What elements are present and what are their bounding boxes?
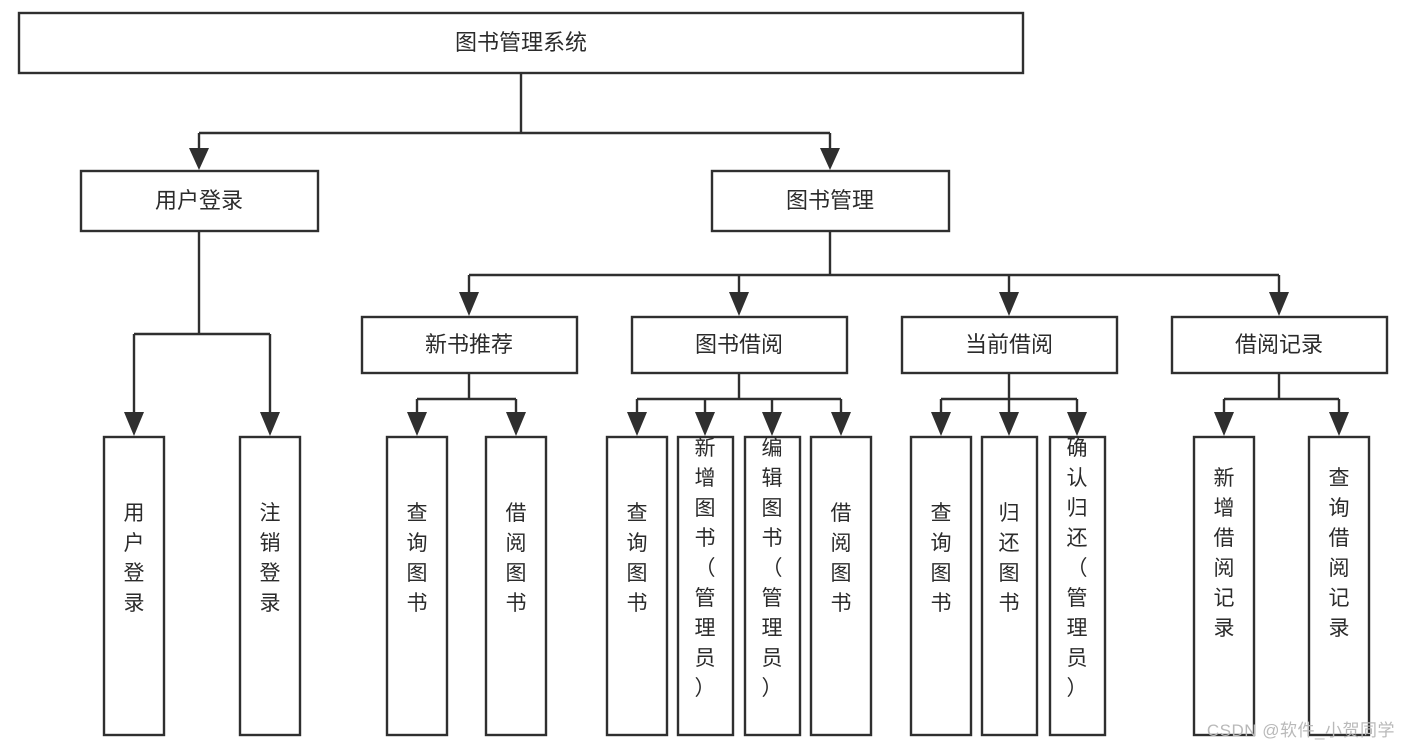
node-leaf-borrow-book-rec[interactable]: 借阅图书 — [484, 435, 548, 737]
arrow-head-borrow-record — [1269, 292, 1289, 316]
arrow-head-leaf-borrow-book-rec — [506, 412, 526, 436]
node-leaf-edit-book-box[interactable] — [743, 435, 802, 737]
node-root-label: 图书管理系统 — [455, 30, 587, 55]
node-leaf-borrow-book-rec-box[interactable] — [484, 435, 548, 737]
node-current-borrow-box[interactable] — [900, 315, 1119, 375]
node-borrow-record-box[interactable] — [1170, 315, 1389, 375]
node-leaf-return-book-label: 归还图书 — [999, 502, 1020, 615]
node-leaf-query-record[interactable]: 查询借阅记录 — [1307, 435, 1371, 737]
node-leaf-user-login-box[interactable] — [102, 435, 166, 737]
arrow-head-book-manage — [820, 148, 840, 170]
arrow-head-book-borrow — [729, 292, 749, 316]
node-leaf-borrow-book-label: 借阅图书 — [831, 502, 852, 615]
node-root[interactable]: 图书管理系统 — [17, 11, 1025, 75]
node-leaf-add-record[interactable]: 新增借阅记录 — [1192, 435, 1256, 737]
node-leaf-query-record-box[interactable] — [1307, 435, 1371, 737]
csdn-watermark: CSDN @软件_小贺同学 — [1206, 721, 1395, 740]
node-user-login-box[interactable] — [79, 169, 320, 233]
node-leaf-add-book[interactable]: 新增图书（管理员） — [676, 435, 735, 737]
node-leaf-borrow-book-rec-label: 借阅图书 — [506, 502, 527, 615]
node-borrow-record-label: 借阅记录 — [1235, 332, 1323, 357]
connector-layer — [124, 74, 1349, 436]
node-book-borrow-label: 图书借阅 — [695, 332, 783, 357]
node-leaf-add-book-label: 新增图书（管理员） — [695, 437, 716, 700]
node-leaf-query-book-borrow[interactable]: 查询图书 — [605, 435, 669, 737]
node-user-login[interactable]: 用户登录 — [79, 169, 320, 233]
node-leaf-user-login[interactable]: 用户登录 — [102, 435, 166, 737]
node-leaf-return-book-box[interactable] — [980, 435, 1039, 737]
node-leaf-user-login-label: 用户登录 — [124, 502, 145, 615]
node-leaf-user-logout[interactable]: 注销登录 — [238, 435, 302, 737]
node-book-manage-box[interactable] — [710, 169, 951, 233]
node-book-manage-label: 图书管理 — [786, 188, 874, 213]
node-borrow-record[interactable]: 借阅记录 — [1170, 315, 1389, 375]
arrow-head-leaf-borrow-book — [831, 412, 851, 436]
arrow-head-leaf-query-record — [1329, 412, 1349, 436]
node-leaf-borrow-book[interactable]: 借阅图书 — [809, 435, 873, 737]
node-new-book-rec-label: 新书推荐 — [425, 332, 513, 357]
node-leaf-query-book-current[interactable]: 查询图书 — [909, 435, 973, 737]
node-current-borrow-label: 当前借阅 — [965, 332, 1053, 357]
node-root-box[interactable] — [17, 11, 1025, 75]
node-new-book-rec-box[interactable] — [360, 315, 579, 375]
arrow-head-current-borrow — [999, 292, 1019, 316]
node-book-borrow-box[interactable] — [630, 315, 849, 375]
arrow-head-leaf-query-book-borrow — [627, 412, 647, 436]
node-leaf-query-record-label: 查询借阅记录 — [1329, 467, 1350, 640]
node-leaf-add-record-label: 新增借阅记录 — [1214, 467, 1235, 640]
arrow-head-leaf-query-book-rec — [407, 412, 427, 436]
arrow-head-new-book-rec — [459, 292, 479, 316]
node-leaf-edit-book-label: 编辑图书（管理员） — [762, 437, 783, 700]
arrow-head-leaf-query-book-current — [931, 412, 951, 436]
arrow-head-user-login — [189, 148, 209, 170]
arrow-head-leaf-user-login — [124, 412, 144, 436]
arrow-head-leaf-add-book — [695, 412, 715, 436]
node-leaf-edit-book[interactable]: 编辑图书（管理员） — [743, 435, 802, 737]
node-leaf-confirm-return[interactable]: 确认归还（管理员） — [1048, 435, 1107, 737]
node-leaf-query-book-rec-label: 查询图书 — [407, 502, 428, 615]
node-book-manage[interactable]: 图书管理 — [710, 169, 951, 233]
node-leaf-query-book-current-box[interactable] — [909, 435, 973, 737]
node-user-login-label: 用户登录 — [155, 188, 243, 213]
arrow-head-leaf-edit-book — [762, 412, 782, 436]
node-leaf-confirm-return-label: 确认归还（管理员） — [1067, 437, 1088, 700]
node-leaf-query-book-borrow-label: 查询图书 — [627, 502, 648, 615]
node-book-borrow[interactable]: 图书借阅 — [630, 315, 849, 375]
node-leaf-user-logout-label: 注销登录 — [260, 502, 281, 615]
node-leaf-query-book-borrow-box[interactable] — [605, 435, 669, 737]
node-leaf-user-logout-box[interactable] — [238, 435, 302, 737]
node-leaf-return-book[interactable]: 归还图书 — [980, 435, 1039, 737]
node-leaf-add-record-box[interactable] — [1192, 435, 1256, 737]
arrow-head-leaf-user-logout — [260, 412, 280, 436]
node-leaf-borrow-book-box[interactable] — [809, 435, 873, 737]
node-current-borrow[interactable]: 当前借阅 — [900, 315, 1119, 375]
node-new-book-rec[interactable]: 新书推荐 — [360, 315, 579, 375]
arrow-head-leaf-add-record — [1214, 412, 1234, 436]
arrow-head-leaf-confirm-return — [1067, 412, 1087, 436]
node-leaf-add-book-box[interactable] — [676, 435, 735, 737]
node-leaf-query-book-rec-box[interactable] — [385, 435, 449, 737]
arrow-head-leaf-return-book — [999, 412, 1019, 436]
node-leaf-query-book-current-label: 查询图书 — [931, 502, 952, 615]
node-leaf-query-book-rec[interactable]: 查询图书 — [385, 435, 449, 737]
node-leaf-confirm-return-box[interactable] — [1048, 435, 1107, 737]
